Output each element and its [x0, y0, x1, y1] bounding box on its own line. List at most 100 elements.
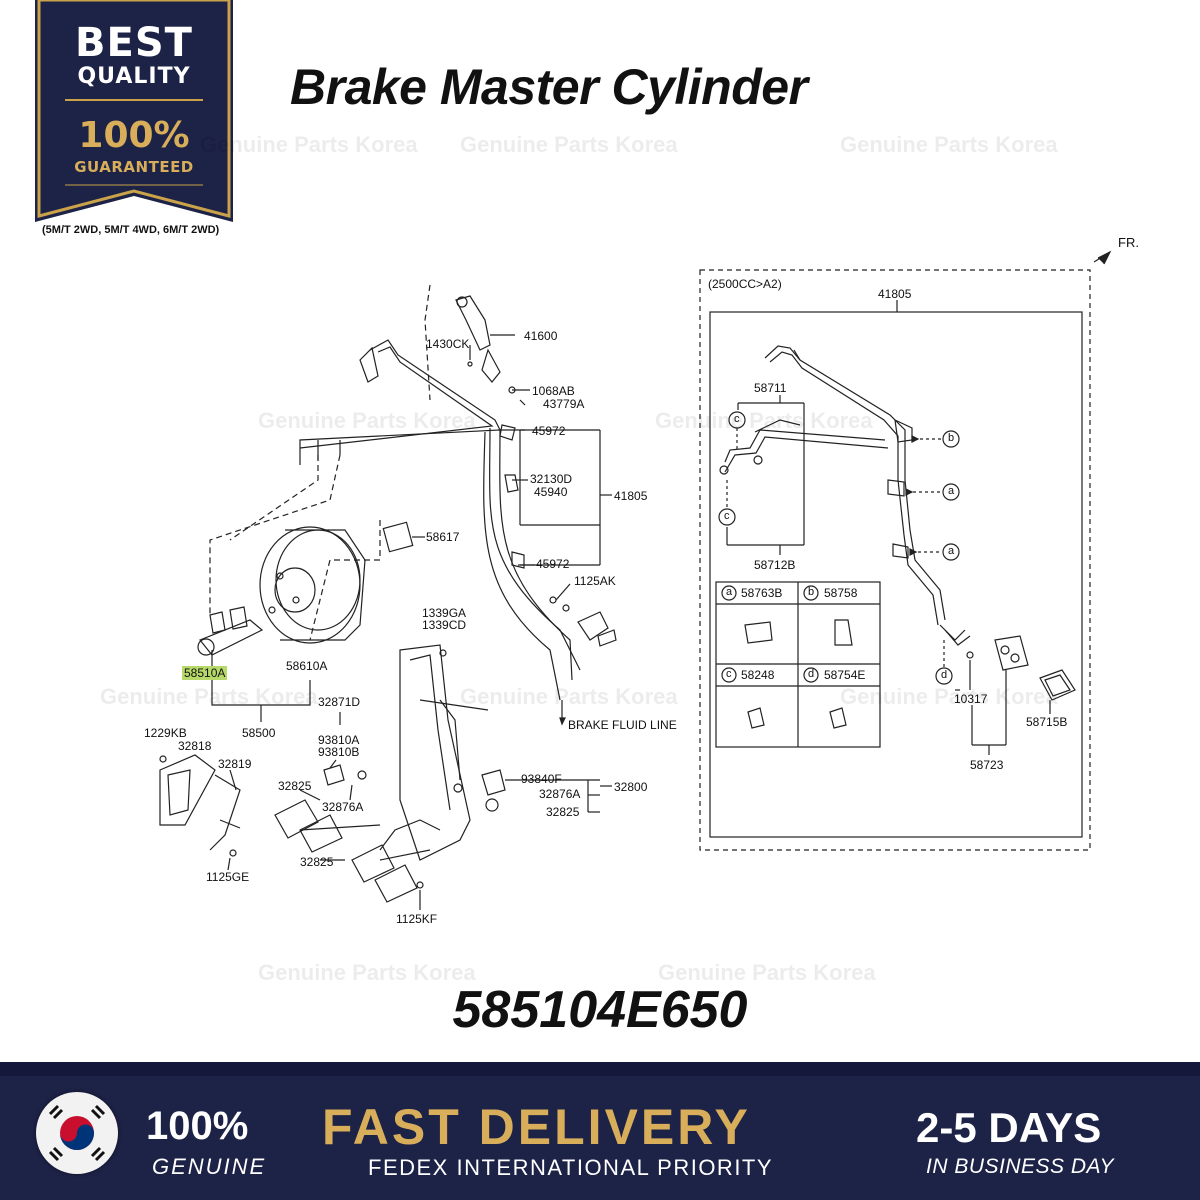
key-a: a: [948, 485, 955, 497]
label-32871D: 32871D: [318, 695, 361, 709]
spec-note: (5M/T 2WD, 5M/T 4WD, 6M/T 2WD): [42, 224, 220, 236]
label-41600: 41600: [524, 329, 558, 343]
brake-pipe: [483, 431, 561, 701]
watermark: Genuine Parts Korea: [200, 132, 418, 157]
label-93810A: 93810A: [318, 733, 360, 747]
watermark: Genuine Parts Korea: [460, 684, 678, 709]
label-fr: FR.: [1118, 235, 1139, 250]
parts-diagram: [159, 250, 1112, 910]
label-58617: 58617: [426, 530, 460, 544]
pedal-bracket: [399, 644, 471, 861]
label-32825: 32825: [546, 805, 580, 819]
key-b: b: [948, 432, 955, 444]
label-32130D: 32130D: [530, 472, 573, 486]
banner-stripe: [0, 1062, 1200, 1076]
label-32819: 32819: [218, 757, 252, 771]
key-c: c: [724, 510, 730, 522]
dashed-leader: [309, 520, 381, 641]
label-58510A: 58510A: [182, 666, 228, 680]
key-b: b: [808, 586, 815, 598]
reservoir-fitting: [455, 295, 491, 351]
key-c: c: [734, 413, 740, 425]
brake-pipe: [769, 351, 939, 626]
label-1339GA: 1339GA: [422, 606, 467, 620]
dashed-leader: [229, 455, 319, 541]
label-1229KB: 1229KB: [144, 726, 187, 740]
pedal-cover: [159, 754, 216, 826]
pedal-pad: [374, 864, 418, 903]
label-45940: 45940: [534, 485, 568, 499]
label-32825: 32825: [300, 855, 334, 869]
label-45972: 45972: [532, 424, 566, 438]
watermark: Genuine Parts Korea: [655, 408, 873, 433]
page-title: Brake Master Cylinder: [290, 59, 808, 115]
korea-flag-icon: [36, 1092, 118, 1174]
label-58754E: 58754E: [824, 668, 866, 682]
badge-percent: 100%: [78, 115, 190, 156]
watermark: Genuine Parts Korea: [258, 408, 476, 433]
brake-pipe: [299, 339, 501, 465]
label-58500: 58500: [242, 726, 276, 740]
label-32876A: 32876A: [322, 800, 364, 814]
pedal-pad: [351, 844, 395, 883]
genuine-text: GENUINE: [152, 1154, 267, 1179]
label-variant: (2500CC>A2): [708, 277, 782, 291]
fast-delivery: FAST DELIVERY: [322, 1099, 751, 1155]
variant-inner-panel: [709, 311, 1083, 838]
pedal-pad: [299, 814, 343, 853]
watermark: Genuine Parts Korea: [658, 960, 876, 985]
gasket: [1039, 669, 1076, 701]
label-43779A: 43779A: [543, 397, 585, 411]
label-58715B: 58715B: [1026, 715, 1068, 729]
fedex-priority: FEDEX INTERNATIONAL PRIORITY: [368, 1155, 774, 1180]
badge-best: BEST: [75, 20, 193, 66]
key-a: a: [948, 545, 955, 557]
genuine-percent: 100%: [146, 1104, 249, 1148]
label-1125GE: 1125GE: [206, 870, 250, 884]
key-d: d: [808, 668, 815, 680]
label-32800: 32800: [614, 780, 648, 794]
label-93810B: 93810B: [318, 745, 360, 759]
label-93840F: 93840F: [521, 772, 562, 786]
key-d: d: [941, 669, 948, 681]
label-41805: 41805: [878, 287, 912, 301]
label-brake-fluid-line: BRAKE FLUID LINE: [568, 718, 677, 732]
master-cylinder: [199, 619, 264, 656]
brake-pipe: [489, 427, 581, 671]
bracket: [994, 635, 1029, 671]
brake-pipe: [499, 429, 573, 681]
business-day-text: IN BUSINESS DAY: [926, 1155, 1114, 1178]
watermark: Genuine Parts Korea: [460, 132, 678, 157]
label-58763B: 58763B: [741, 586, 783, 600]
label-58711: 58711: [754, 381, 787, 395]
part-number: 585104E650: [452, 981, 748, 1039]
label-32825: 32825: [278, 779, 312, 793]
watermark: Genuine Parts Korea: [840, 132, 1058, 157]
label-1430CK: 1430CK: [426, 337, 470, 351]
brake-pipe: [764, 345, 946, 621]
label-58758: 58758: [824, 586, 858, 600]
watermark: Genuine Parts Korea: [258, 960, 476, 985]
label-45972: 45972: [536, 557, 570, 571]
key-c: c: [726, 668, 732, 680]
label-58248: 58248: [741, 668, 775, 682]
pedal-pad: [274, 799, 319, 839]
brake-pipe-bend: [359, 346, 379, 383]
label-58723: 58723: [970, 758, 1004, 772]
watermark: Genuine Parts Korea: [840, 684, 1058, 709]
variant-panel: [699, 269, 1091, 851]
label-1068AB: 1068AB: [532, 384, 575, 398]
quality-badge: [35, 0, 233, 222]
label-32876A: 32876A: [539, 787, 581, 801]
dashed-leader: [209, 454, 341, 615]
label-58712B: 58712B: [754, 558, 796, 572]
badge-guaranteed: GUARANTEED: [74, 158, 194, 176]
label-1125AK: 1125AK: [574, 574, 616, 588]
label-1125KF: 1125KF: [396, 912, 438, 926]
label-41805: 41805: [614, 489, 648, 503]
delivery-days: 2-5 DAYS: [916, 1104, 1102, 1151]
dashed-leader: [424, 284, 431, 401]
gasket: [382, 521, 414, 553]
label-32818: 32818: [178, 739, 212, 753]
label-1339CD: 1339CD: [422, 618, 467, 632]
